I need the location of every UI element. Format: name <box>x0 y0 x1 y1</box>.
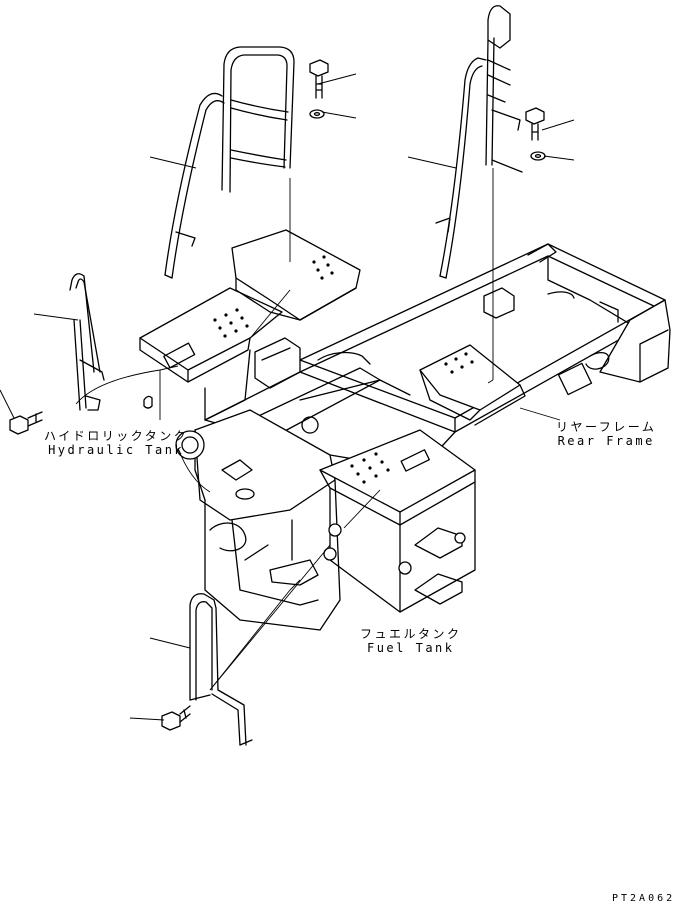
washer-top-left <box>309 109 325 119</box>
hydraulic-tank <box>139 229 361 421</box>
rear-frame-label-en: Rear Frame <box>557 434 655 448</box>
clip <box>143 395 153 409</box>
bolt-top-left <box>309 59 329 99</box>
fuel-tank-label: フュエルタンク Fuel Tank <box>360 627 462 655</box>
fuel-tank-label-jp: フュエルタンク <box>360 627 462 641</box>
rear-frame-label: リヤーフレーム Rear Frame <box>556 420 656 448</box>
handrail-left <box>69 273 105 411</box>
rear-frame-label-jp: リヤーフレーム <box>556 420 657 434</box>
bolt-left <box>9 411 43 435</box>
fuel-tank-label-en: Fuel Tank <box>366 641 455 655</box>
leader-lines <box>0 73 575 721</box>
handrail-top-left <box>164 46 295 279</box>
washer-top-right <box>530 151 546 161</box>
bolt-top-right <box>525 107 545 141</box>
handrail-bottom <box>189 593 253 746</box>
hydraulic-tank-label-jp: ハイドロリックタンク <box>44 429 189 443</box>
hydraulic-tank-label-en: Hydraulic Tank <box>48 443 185 457</box>
drawing-code: PT2A062 <box>612 893 676 904</box>
fuel-tank <box>319 344 526 613</box>
rear-frame <box>175 243 671 631</box>
bolt-bottom <box>161 705 191 731</box>
handrail-top-right <box>435 5 523 279</box>
hydraulic-tank-label: ハイドロリックタンク Hydraulic Tank <box>44 429 188 457</box>
